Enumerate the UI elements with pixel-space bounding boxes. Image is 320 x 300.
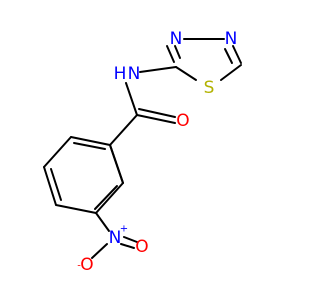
bond-c2-n3	[166, 45, 175, 63]
atom-amide-hydrogen: H	[114, 64, 127, 84]
atom-nitro-oxygen-right: O	[135, 237, 148, 257]
bond-ar2-ar3	[55, 204, 97, 214]
bond-ar6-ar1	[109, 144, 124, 184]
bond-ar3-ar4-inner	[50, 168, 62, 201]
bond-ar3-ar4	[43, 166, 57, 206]
atom-nitro-oxygen-left: O	[80, 255, 93, 275]
bond-s-c2	[175, 66, 197, 81]
atom-carbonyl-oxygen: O	[176, 111, 189, 131]
bond-nitro-o-left	[91, 243, 108, 259]
bond-ar-nitro	[95, 212, 110, 232]
atom-layer: N N S H N O N + O - O	[77, 29, 237, 275]
atom-amide-nitrogen: N	[128, 64, 141, 84]
bond-ar5-ar6-inner	[73, 142, 106, 150]
bond-ar4-ar5	[43, 136, 72, 168]
bond-c2-n3-double	[174, 45, 181, 59]
bond-carbonyl-ch2	[109, 114, 138, 146]
charge-nitro-oxygen-left: -	[77, 261, 81, 272]
bond-c5-s	[220, 64, 242, 81]
bond-n4-c5	[232, 45, 242, 64]
bond-layer	[43, 38, 242, 259]
molecule-structure: N N S H N O N + O - O	[43, 29, 242, 275]
bond-n4-c5-double	[224, 48, 233, 64]
charge-nitro-nitrogen: +	[120, 224, 128, 235]
bond-carbonyl-o-double	[138, 108, 176, 118]
bond-nitro-o-right	[123, 236, 138, 243]
atom-thiadiazole-sulfur: S	[204, 78, 215, 98]
bond-ar1-ar2	[95, 182, 124, 214]
bond-nh-carbonyl	[125, 82, 138, 116]
bond-c2-nh	[139, 66, 177, 73]
bond-ar1-ar2-inner	[94, 185, 118, 210]
molecule-canvas: N N S H N O N + O - O	[43, 29, 242, 275]
atom-nitro-nitrogen: N	[109, 228, 122, 248]
atom-thiadiazole-n3: N	[170, 29, 183, 49]
bond-carbonyl-o	[136, 114, 176, 124]
atom-thiadiazole-n4: N	[225, 29, 238, 49]
bond-nitro-o-right-double	[120, 243, 135, 249]
bond-ar5-ar6	[70, 136, 111, 146]
